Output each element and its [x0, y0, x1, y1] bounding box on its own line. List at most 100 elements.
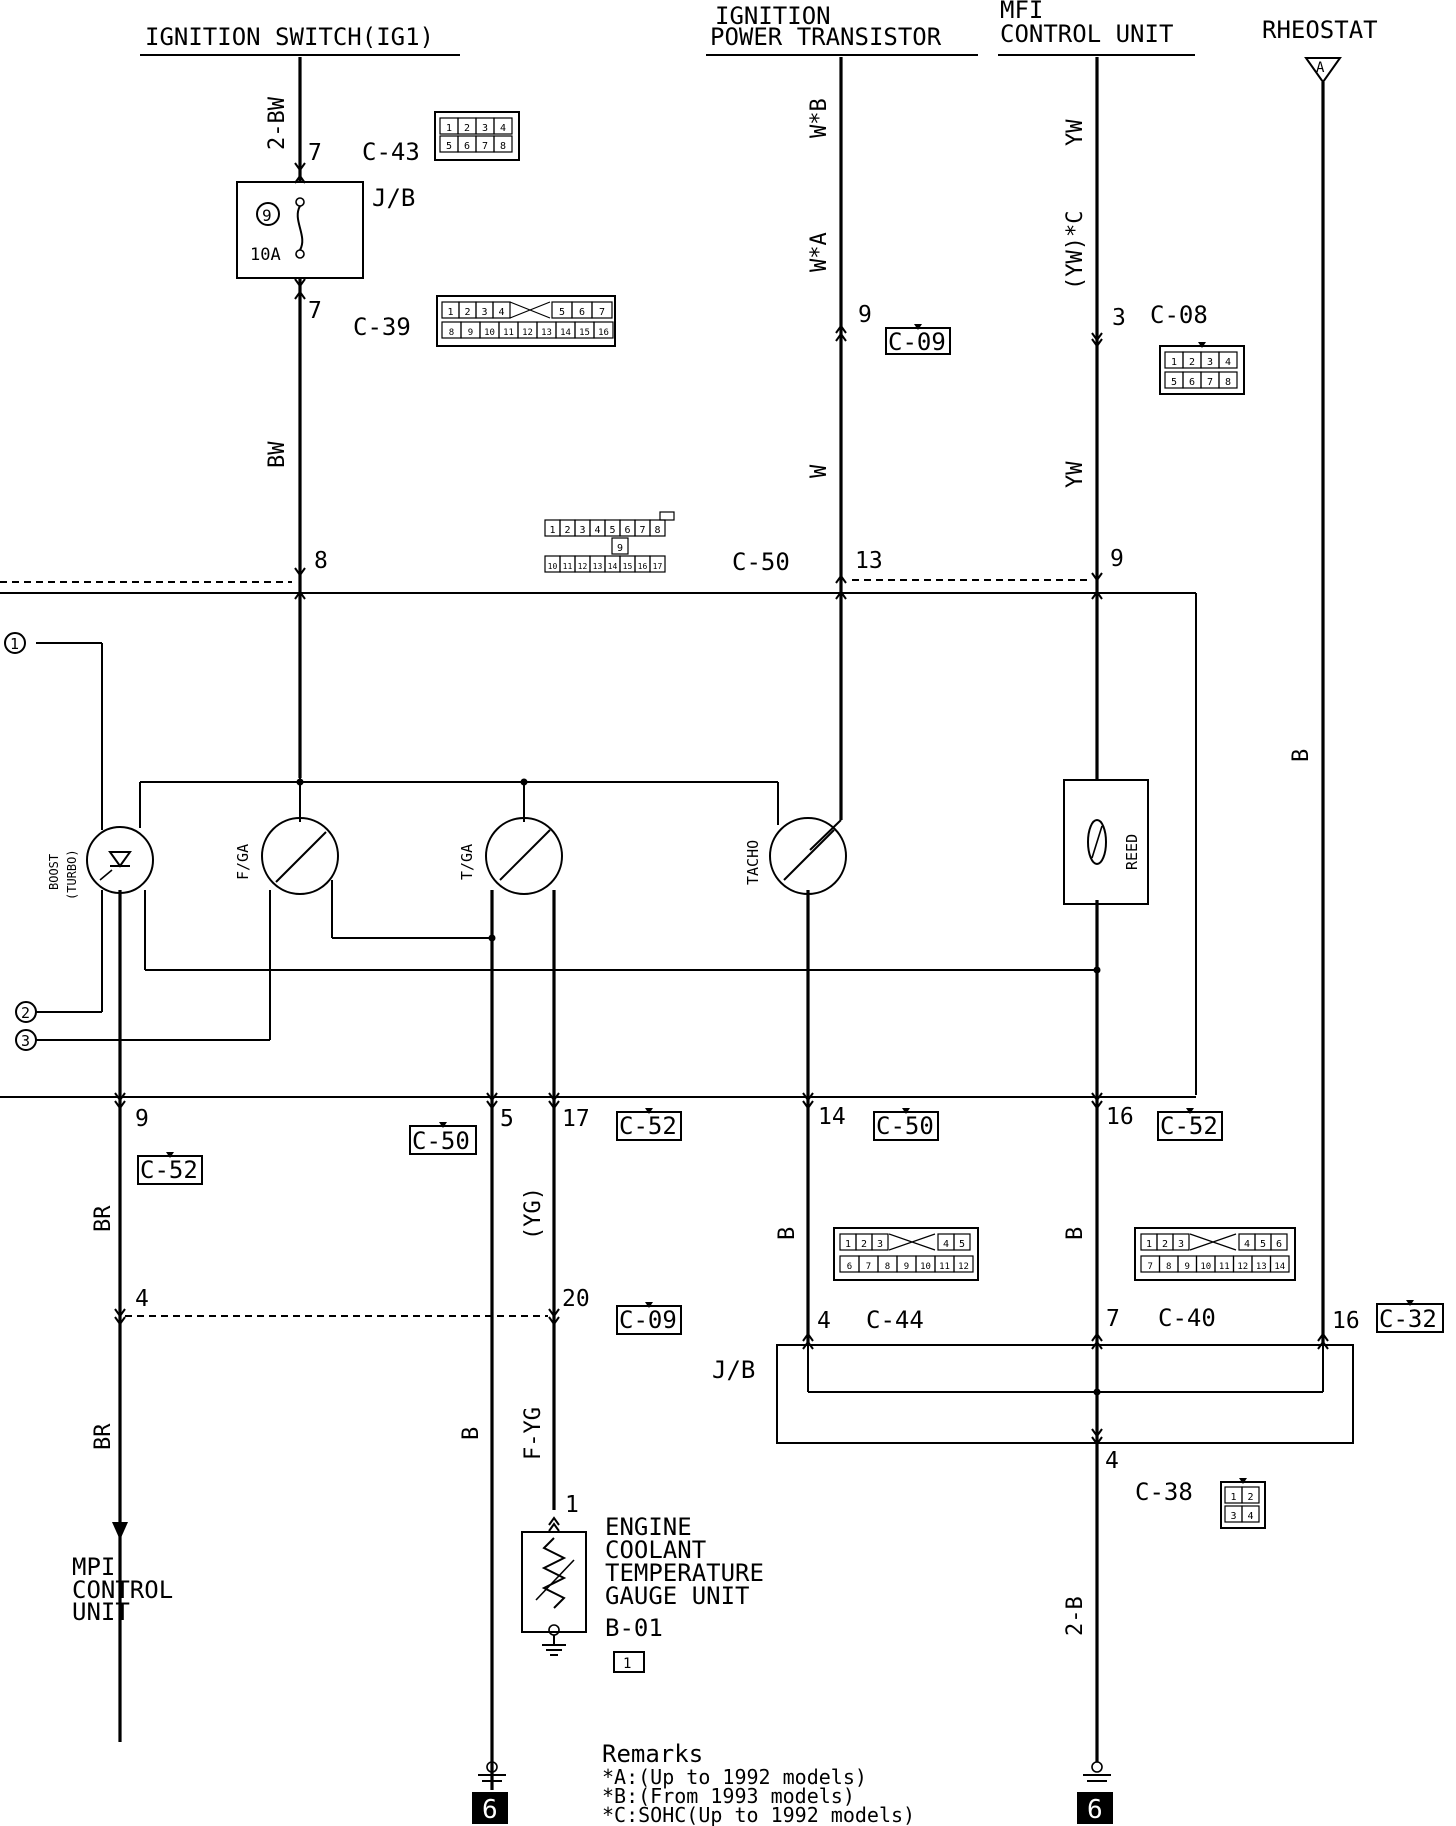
tag-c52-a: C-52	[137, 1152, 203, 1185]
c39-pin-7: 7	[599, 307, 605, 318]
c44-label: C-44	[866, 1306, 924, 1334]
wires	[0, 57, 1354, 1790]
mfi-label-line2: CONTROL UNIT	[1000, 20, 1173, 48]
boost-gauge: BOOST (TURBO)	[47, 826, 154, 900]
side-connector-1: 1	[4, 632, 26, 654]
pin-1: 1	[565, 1492, 579, 1518]
boost-label-1: BOOST	[47, 854, 61, 890]
mpi-control-unit: MPI CONTROL UNIT	[72, 1522, 173, 1626]
pin-14: 14	[818, 1104, 846, 1130]
ect-label-4: GAUGE UNIT	[605, 1582, 750, 1610]
c39-pin-15: 15	[579, 328, 590, 338]
c40-pin-2: 2	[1162, 1239, 1168, 1250]
c50-pin-16: 16	[638, 562, 648, 571]
c44-pin-5: 5	[959, 1239, 965, 1250]
pin-9b: 9	[1110, 546, 1124, 572]
c43-pin-5: 5	[446, 141, 452, 152]
c38-pin-3: 3	[1230, 1511, 1236, 1522]
c50-pin-14: 14	[608, 562, 618, 571]
c43-pin-2: 2	[464, 123, 470, 134]
c38-pin-4: 4	[1247, 1511, 1253, 1522]
wire-fyg: F-YG	[521, 1407, 546, 1460]
wire-wb: W*B	[807, 98, 832, 138]
c44-pin-3: 3	[877, 1239, 883, 1250]
c40-pin-11: 11	[1219, 1262, 1230, 1272]
remarks-title: Remarks	[602, 1740, 703, 1768]
pin-5: 5	[500, 1106, 514, 1132]
reed-switch: REED	[1063, 779, 1149, 905]
tacho-gauge: TACHO	[744, 817, 847, 895]
c40-label: C-40	[1158, 1304, 1216, 1332]
c43-label: C-43	[362, 138, 420, 166]
c08-pin-5: 5	[1171, 377, 1177, 388]
wire-br-lower: BR	[91, 1423, 116, 1450]
tacho-label: TACHO	[744, 840, 762, 885]
c39-pin-12: 12	[522, 328, 533, 338]
wire-b-mfi: B	[1063, 1227, 1088, 1240]
ect-label-1: ENGINE	[605, 1513, 692, 1541]
ground-left-number: 6	[482, 1795, 498, 1825]
tag-c09-bottom: C-09	[616, 1302, 682, 1335]
pin-4a: 4	[135, 1286, 149, 1312]
c43-pin-3: 3	[482, 123, 488, 134]
ground-left: 6	[472, 1761, 508, 1825]
c50-label: C-50	[732, 548, 790, 576]
ground-right-number: 6	[1087, 1795, 1103, 1825]
mfi-control-unit-header: MFI CONTROL UNIT	[998, 0, 1195, 56]
c38-pin-1: 1	[1230, 1492, 1236, 1503]
c40-pin-5: 5	[1260, 1239, 1266, 1250]
c50-pin-11: 11	[563, 562, 573, 571]
wire-b-rheostat: B	[1289, 749, 1314, 762]
fuel-gauge-label: F/GA	[234, 844, 252, 880]
jb-label-bottom: J/B	[712, 1356, 755, 1384]
c44-pin-4: 4	[943, 1239, 949, 1250]
wire-bw: BW	[265, 441, 290, 468]
c43-pin-8: 8	[500, 141, 506, 152]
fuse-rating: 10A	[250, 245, 281, 265]
c44-pin-6: 6	[847, 1262, 852, 1272]
tag-c32-label: C-32	[1379, 1305, 1437, 1333]
fuel-gauge: F/GA	[234, 817, 339, 895]
pin-numbers: 7 7 8 9 13 3 9 9 5 17 14 16 4 20 1 4 7 1…	[135, 140, 1360, 1518]
mpi-label-1: MPI	[72, 1553, 115, 1581]
ipt-label-line2: POWER TRANSISTOR	[710, 23, 942, 51]
wire-b-left: B	[459, 1427, 484, 1440]
tag-c52-b: C-52	[616, 1108, 682, 1141]
side-connector-1-label: 1	[10, 635, 19, 653]
c43-pin-1: 1	[446, 123, 452, 134]
c43-pin-7: 7	[482, 141, 488, 152]
tag-c09-top-label: C-09	[888, 328, 946, 356]
jb-label-top: J/B	[372, 184, 415, 212]
side-connector-2: 2	[15, 1001, 37, 1023]
side-connector-3-label: 3	[21, 1032, 30, 1050]
tag-c50-left-label: C-50	[412, 1127, 470, 1155]
c39-pin-8: 8	[449, 328, 454, 338]
mfi-label-line1: MFI	[1000, 0, 1043, 24]
pin-7c: 7	[1106, 1306, 1120, 1332]
pin-4b: 4	[817, 1308, 831, 1334]
c08-pin-8: 8	[1225, 377, 1231, 388]
remark-b: *B:(From 1993 models)	[602, 1784, 855, 1808]
c40-pin-14: 14	[1274, 1262, 1285, 1272]
pin-9a: 9	[858, 302, 872, 328]
remark-a: *A:(Up to 1992 models)	[602, 1765, 867, 1789]
tag-c52-a-label: C-52	[140, 1156, 198, 1184]
c39-pin-13: 13	[541, 328, 552, 338]
pin-16b: 16	[1332, 1308, 1360, 1334]
c39-pin-3: 3	[481, 307, 487, 318]
ect-connector-label: B-01	[605, 1614, 663, 1642]
c50-pin-10: 10	[548, 562, 558, 571]
c44-pin-2: 2	[861, 1239, 867, 1250]
pin-8: 8	[314, 548, 328, 574]
wire-yw-top: YW	[1063, 119, 1088, 146]
wire-wa: W*A	[807, 232, 832, 272]
wire-2bw: 2-BW	[265, 96, 290, 150]
wire-yw-mid: YW	[1063, 461, 1088, 488]
c50-pin-8: 8	[654, 525, 660, 536]
pin-7a: 7	[308, 140, 322, 166]
pin-3: 3	[1112, 305, 1126, 331]
reed-label: REED	[1123, 834, 1141, 870]
c40-pin-3: 3	[1178, 1239, 1184, 1250]
mpi-label-3: UNIT	[72, 1598, 130, 1626]
